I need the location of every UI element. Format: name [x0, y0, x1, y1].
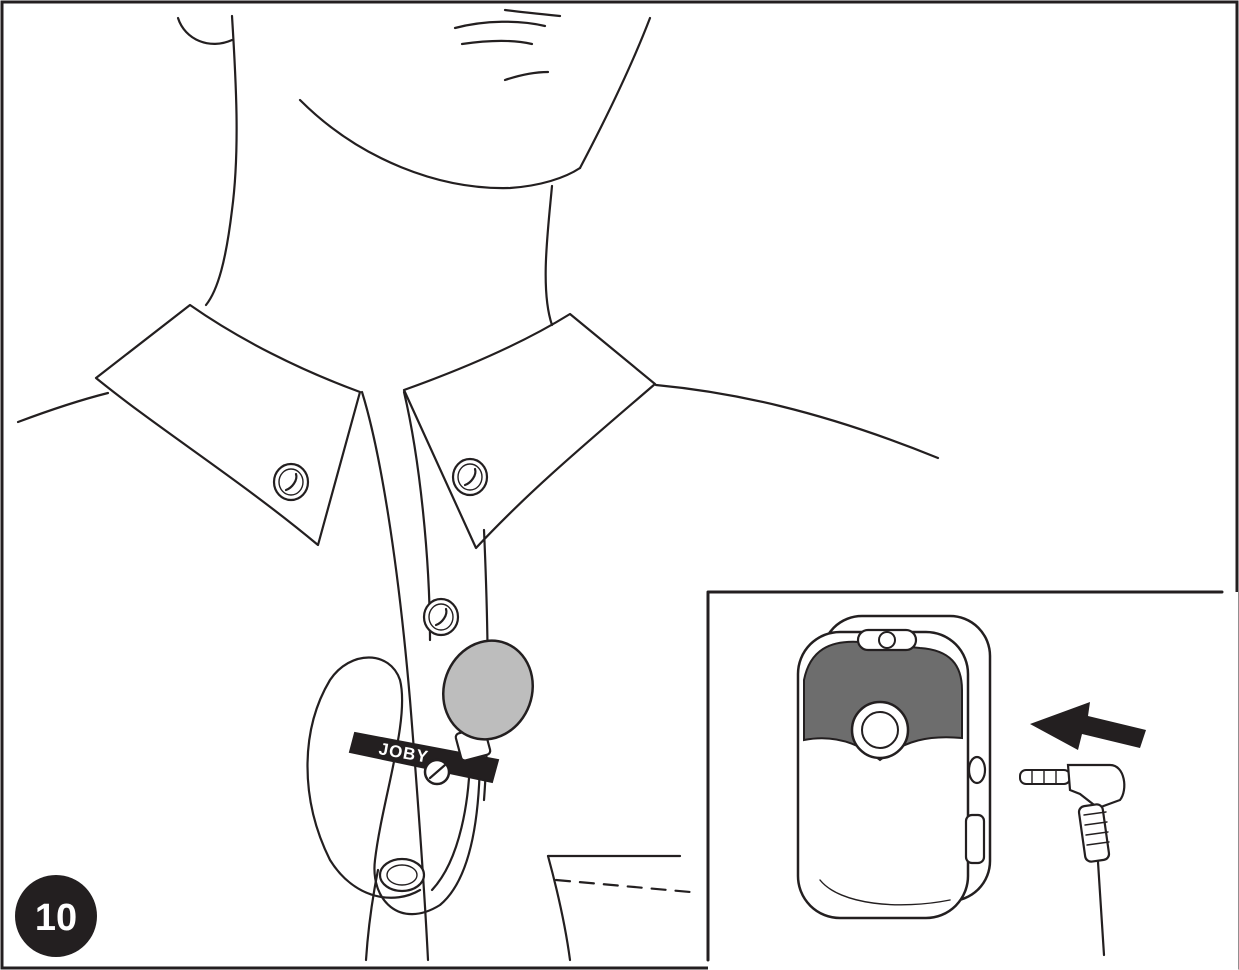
step-number: 10: [35, 897, 77, 939]
jack-tip: [1020, 770, 1070, 784]
placket-button: [424, 599, 458, 635]
collar-button-left: [274, 464, 308, 500]
collar-button-right: [453, 459, 487, 495]
wireless-transmitter: [798, 616, 990, 918]
transmitter-audio-jack: [969, 757, 985, 783]
transmitter-top-button-dot: [879, 632, 895, 648]
step-badge: 10: [15, 875, 97, 957]
placket-button-lower: [380, 859, 424, 891]
inset-panel: [708, 592, 1238, 970]
transmitter-usb-port: [966, 815, 984, 863]
transmitter-mic-port-inner: [862, 712, 898, 748]
